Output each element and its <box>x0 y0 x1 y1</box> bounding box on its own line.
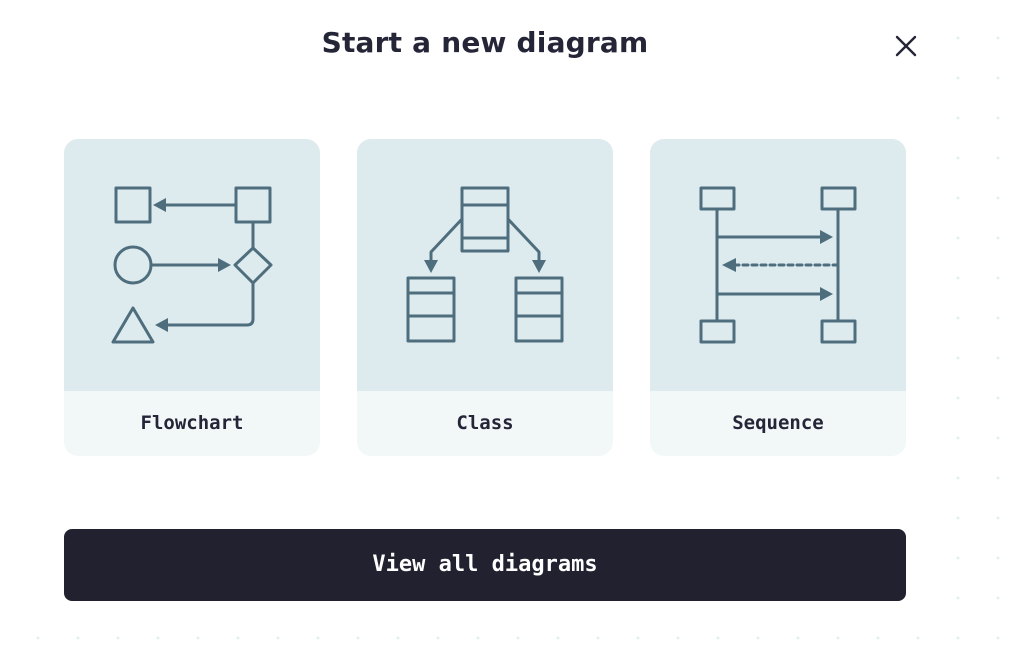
new-diagram-dialog: Start a new diagram <box>64 26 922 601</box>
card-label-sequence: Sequence <box>732 412 824 434</box>
card-sequence[interactable]: Sequence <box>650 139 906 456</box>
dialog-title: Start a new diagram <box>321 26 649 59</box>
close-button[interactable] <box>890 30 922 62</box>
card-flowchart[interactable]: Flowchart <box>64 139 320 456</box>
close-icon <box>895 35 917 57</box>
card-label-class: Class <box>456 412 514 434</box>
card-class[interactable]: Class <box>357 139 613 456</box>
class-diagram-illustration <box>357 139 613 391</box>
sequence-diagram-illustration <box>650 139 906 391</box>
view-all-diagrams-button[interactable]: View all diagrams <box>64 529 906 601</box>
card-label-flowchart: Flowchart <box>140 412 244 434</box>
flowchart-illustration <box>64 139 320 391</box>
